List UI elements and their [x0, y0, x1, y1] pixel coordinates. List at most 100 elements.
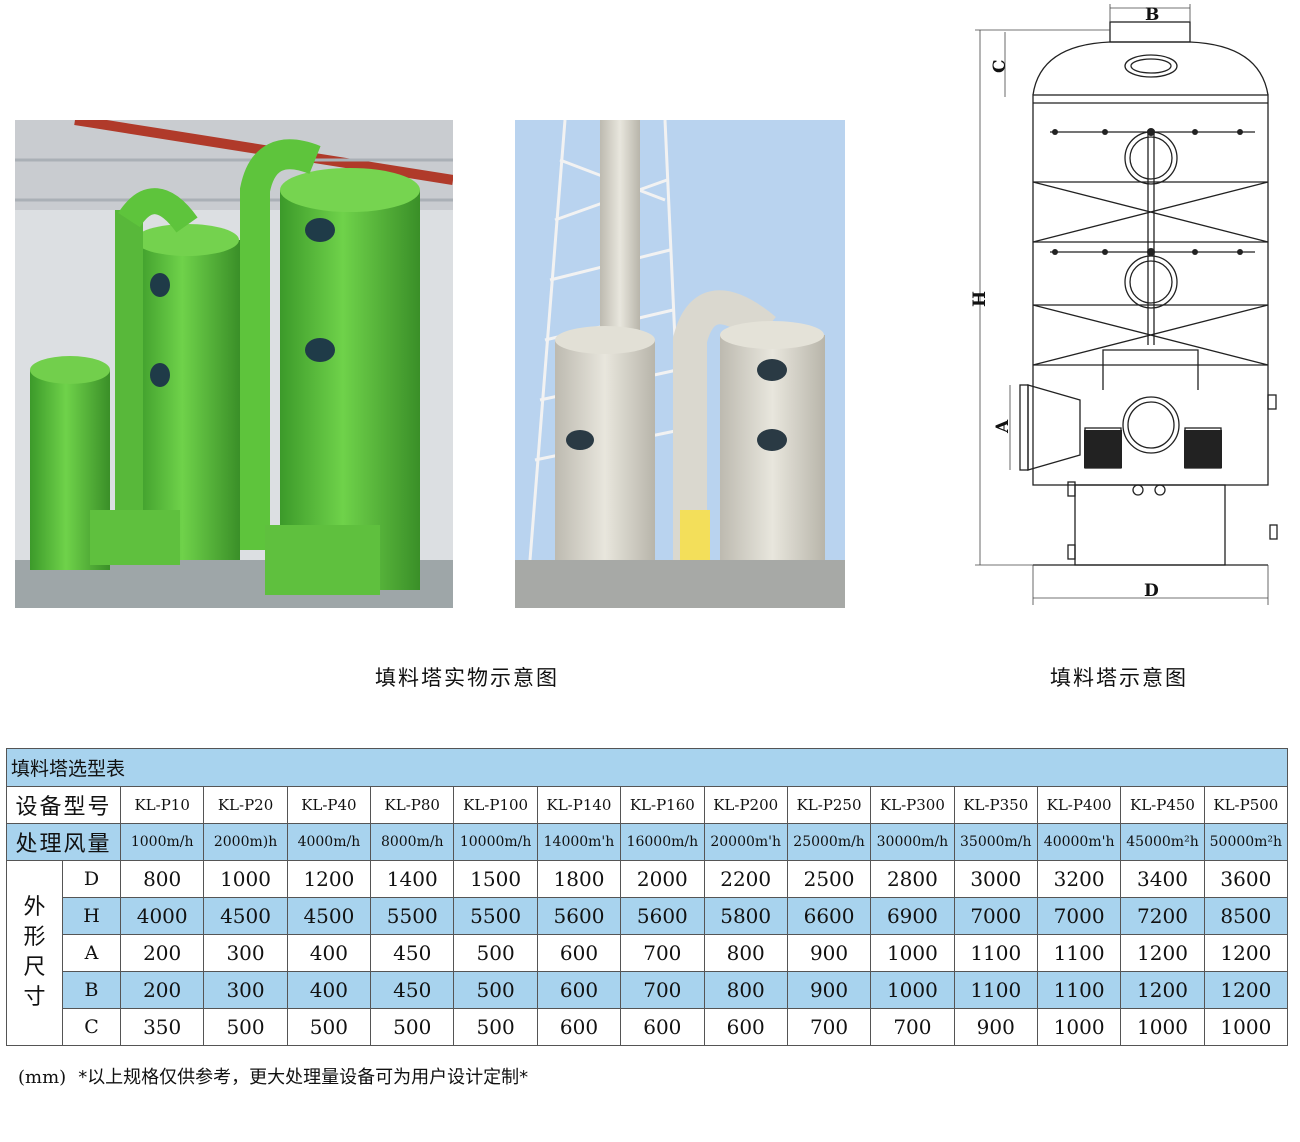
dimension-value-cell: 4000: [119, 897, 205, 935]
airflow-cell: 2000m)h: [203, 823, 288, 861]
footnote-text: *以上规格仅供参考，更大处理量设备可为用户设计定制*: [78, 1067, 529, 1088]
airflow-cell: 8000m/h: [370, 823, 455, 861]
dimension-value-cell: 1200: [1120, 934, 1205, 972]
dimension-value-cell: 500: [370, 1008, 455, 1046]
airflow-cell: 4000m/h: [286, 823, 372, 861]
dimension-value-cell: 450: [370, 934, 455, 972]
dimension-value-cell: 700: [620, 971, 705, 1009]
dimension-name-cell: C: [62, 1008, 121, 1046]
dimension-label-a: A: [993, 419, 1013, 434]
dimension-value-cell: 6900: [870, 897, 955, 935]
dimension-value-cell: 700: [870, 1008, 955, 1046]
dimension-value-cell: 800: [703, 971, 788, 1009]
dimension-value-cell: 1200: [286, 860, 372, 898]
dimension-value-cell: 1200: [1203, 971, 1289, 1009]
dimension-value-cell: 300: [203, 934, 288, 972]
dimension-value-cell: 900: [786, 971, 872, 1009]
gray-towers-image: [515, 120, 845, 608]
dimension-value-cell: 600: [703, 1008, 788, 1046]
dimension-value-cell: 1100: [1036, 971, 1122, 1009]
dimension-label-c: C: [990, 59, 1010, 73]
dimension-value-cell: 200: [119, 934, 205, 972]
dimension-value-cell: 1100: [1036, 934, 1122, 972]
dimension-value-cell: 800: [703, 934, 788, 972]
airflow-row-header: 处理风量: [6, 823, 121, 861]
airflow-cell: 25000m/h: [786, 823, 872, 861]
airflow-cell: 20000m'h: [703, 823, 788, 861]
airflow-cell: 45000m²h: [1120, 823, 1205, 861]
dimension-group-char: 尺: [23, 955, 46, 980]
dimension-value-cell: 350: [119, 1008, 205, 1046]
dimension-value-cell: 5500: [370, 897, 455, 935]
dimension-value-cell: 3000: [953, 860, 1038, 898]
dimension-value-cell: 1200: [1120, 971, 1205, 1009]
green-towers-image: [15, 120, 453, 608]
airflow-cell: 10000m/h: [453, 823, 538, 861]
airflow-cell: 40000m'h: [1036, 823, 1122, 861]
model-cell: KL-P200: [703, 786, 788, 824]
packed-tower-schematic: B C H A D: [970, 0, 1290, 615]
model-cell: KL-P80: [370, 786, 455, 824]
dimension-value-cell: 300: [203, 971, 288, 1009]
dimension-value-cell: 3200: [1036, 860, 1122, 898]
dimension-value-cell: 2200: [703, 860, 788, 898]
dimension-value-cell: 500: [453, 971, 538, 1009]
model-cell: KL-P160: [620, 786, 705, 824]
dimension-value-cell: 1000: [870, 934, 955, 972]
dimension-group-char: 外: [23, 895, 46, 920]
dimension-value-cell: 1000: [1120, 1008, 1205, 1046]
dimension-value-cell: 1400: [370, 860, 455, 898]
airflow-cell: 50000m²h: [1203, 823, 1289, 861]
dimension-value-cell: 3400: [1120, 860, 1205, 898]
dimension-value-cell: 1000: [203, 860, 288, 898]
dimension-value-cell: 1000: [870, 971, 955, 1009]
schematic-drawing: B C H A D: [970, 4, 1278, 605]
dimension-value-cell: 2800: [870, 860, 955, 898]
model-cell: KL-P500: [1203, 786, 1289, 824]
dimension-group-char: 形: [23, 925, 46, 950]
airflow-cell: 35000m/h: [953, 823, 1038, 861]
airflow-cell: 16000m/h: [620, 823, 705, 861]
dimension-value-cell: 7000: [953, 897, 1038, 935]
dimension-value-cell: 1000: [1036, 1008, 1122, 1046]
dimension-value-cell: 600: [536, 1008, 622, 1046]
dimension-value-cell: 7200: [1120, 897, 1205, 935]
model-cell: KL-P140: [536, 786, 622, 824]
dimension-value-cell: 1200: [1203, 934, 1289, 972]
dimension-value-cell: 1100: [953, 934, 1038, 972]
model-cell: KL-P350: [953, 786, 1038, 824]
dimension-value-cell: 900: [953, 1008, 1038, 1046]
gray-towers-photo: [515, 120, 845, 608]
photo-caption: 填料塔实物示意图: [375, 666, 559, 690]
dimension-value-cell: 1500: [453, 860, 538, 898]
dimension-name-cell: A: [62, 934, 121, 972]
dimension-group-char: 寸: [23, 985, 46, 1010]
dimension-name-cell: D: [62, 860, 121, 898]
dimension-value-cell: 1000: [1203, 1008, 1289, 1046]
model-cell: KL-P400: [1036, 786, 1122, 824]
diagram-caption: 填料塔示意图: [1050, 666, 1188, 690]
model-cell: KL-P450: [1120, 786, 1205, 824]
dimension-value-cell: 600: [620, 1008, 705, 1046]
dimension-value-cell: 2000: [620, 860, 705, 898]
dimension-value-cell: 500: [453, 1008, 538, 1046]
dimension-value-cell: 5600: [536, 897, 622, 935]
dimension-value-cell: 500: [453, 934, 538, 972]
dimension-value-cell: 400: [286, 971, 372, 1009]
dimension-label-h: H: [970, 291, 990, 307]
dimension-value-cell: 600: [536, 934, 622, 972]
airflow-cell: 14000m'h: [536, 823, 622, 861]
dimension-name-cell: B: [62, 971, 121, 1009]
dimension-value-cell: 3600: [1203, 860, 1289, 898]
dimension-label-d: D: [1144, 581, 1159, 601]
dimension-value-cell: 700: [786, 1008, 872, 1046]
airflow-cell: 30000m/h: [870, 823, 955, 861]
dimension-group-header: 外形尺寸: [6, 860, 63, 1046]
table-title: 填料塔选型表: [5, 748, 1289, 787]
